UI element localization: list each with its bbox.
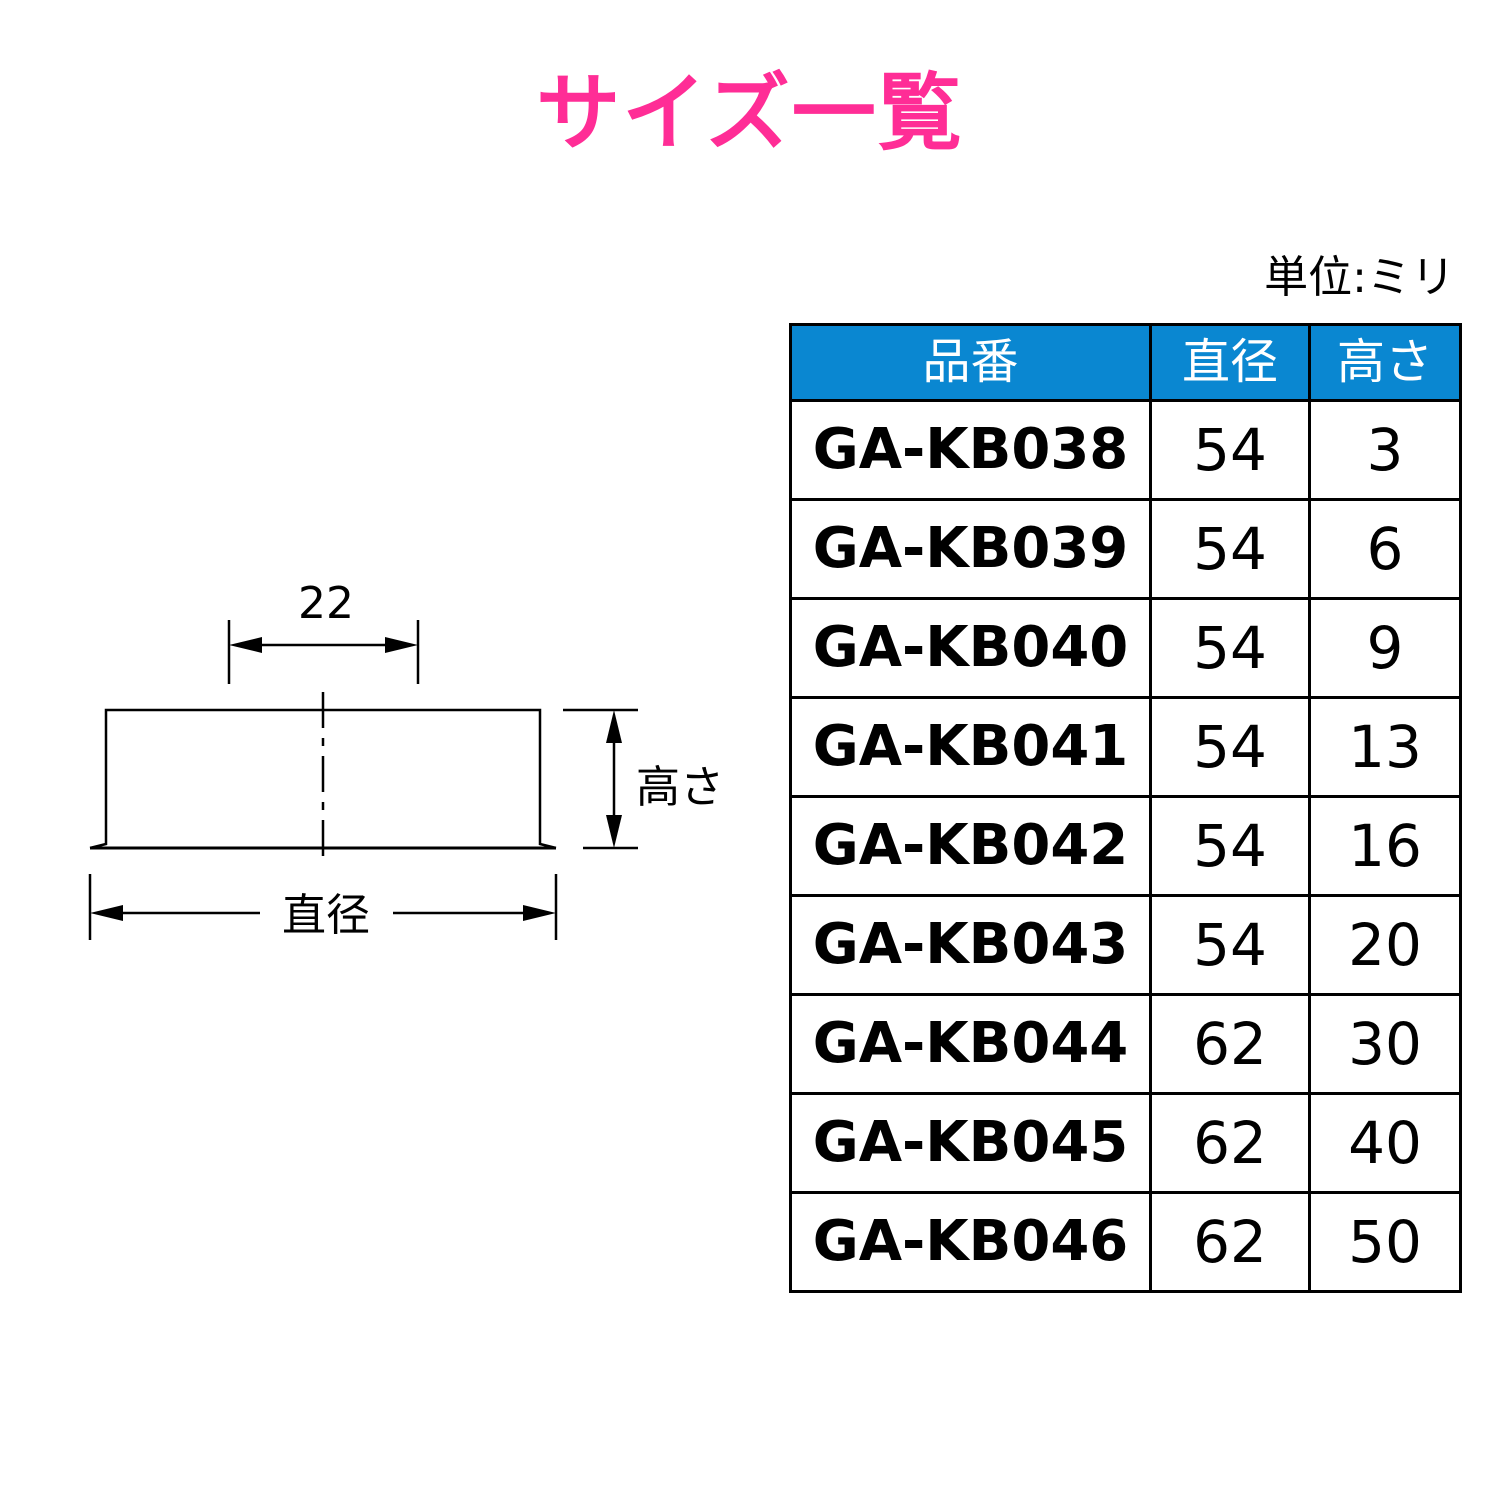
top-dimension-label: 22 bbox=[298, 578, 354, 629]
height-cell: 16 bbox=[1308, 795, 1462, 897]
height-arrow-bottom bbox=[606, 815, 622, 848]
unit-note: 単位:ミリ bbox=[1264, 252, 1455, 303]
height-cell: 40 bbox=[1308, 1092, 1462, 1194]
page-title: サイズ一覧 bbox=[536, 64, 964, 162]
product-code-cell: GA-KB043 bbox=[789, 894, 1152, 996]
header-height: 高さ bbox=[1308, 323, 1462, 402]
table-row: GA-KB046 62 50 bbox=[789, 1191, 1462, 1293]
height-cell: 9 bbox=[1308, 597, 1462, 699]
product-code-cell: GA-KB038 bbox=[789, 399, 1152, 501]
height-cell: 50 bbox=[1308, 1191, 1462, 1293]
table-row: GA-KB042 54 16 bbox=[789, 795, 1462, 897]
product-code-cell: GA-KB041 bbox=[789, 696, 1152, 798]
product-code-cell: GA-KB046 bbox=[789, 1191, 1152, 1293]
product-code-cell: GA-KB045 bbox=[789, 1092, 1152, 1194]
diameter-cell: 62 bbox=[1149, 1092, 1311, 1194]
diameter-cell: 54 bbox=[1149, 498, 1311, 600]
diameter-cell: 62 bbox=[1149, 993, 1311, 1095]
diameter-cell: 54 bbox=[1149, 894, 1311, 996]
dimension-diagram: 22 高さ 直径 bbox=[88, 578, 724, 941]
diameter-cell: 62 bbox=[1149, 1191, 1311, 1293]
height-cell: 13 bbox=[1308, 696, 1462, 798]
table-row: GA-KB045 62 40 bbox=[789, 1092, 1462, 1194]
table-row: GA-KB039 54 6 bbox=[789, 498, 1462, 600]
size-table: 品番 直径 高さ GA-KB038 54 3 GA-KB039 54 6 GA-… bbox=[789, 323, 1462, 1293]
diameter-cell: 54 bbox=[1149, 795, 1311, 897]
height-cell: 3 bbox=[1308, 399, 1462, 501]
top-arrow-right bbox=[385, 637, 418, 653]
diameter-label: 直径 bbox=[282, 890, 370, 941]
height-label: 高さ bbox=[636, 762, 724, 813]
product-code-cell: GA-KB040 bbox=[789, 597, 1152, 699]
diameter-cell: 54 bbox=[1149, 597, 1311, 699]
header-product-code: 品番 bbox=[789, 323, 1152, 402]
table-row: GA-KB040 54 9 bbox=[789, 597, 1462, 699]
height-cell: 30 bbox=[1308, 993, 1462, 1095]
height-arrow-top bbox=[606, 710, 622, 743]
diameter-cell: 54 bbox=[1149, 399, 1311, 501]
header-diameter: 直径 bbox=[1149, 323, 1311, 402]
table-row: GA-KB038 54 3 bbox=[789, 399, 1462, 501]
table-row: GA-KB044 62 30 bbox=[789, 993, 1462, 1095]
product-code-cell: GA-KB039 bbox=[789, 498, 1152, 600]
table-header-row: 品番 直径 高さ bbox=[789, 323, 1462, 402]
product-code-cell: GA-KB044 bbox=[789, 993, 1152, 1095]
diameter-cell: 54 bbox=[1149, 696, 1311, 798]
height-cell: 20 bbox=[1308, 894, 1462, 996]
diameter-arrow-left bbox=[90, 905, 123, 921]
table-row: GA-KB043 54 20 bbox=[789, 894, 1462, 996]
top-arrow-left bbox=[229, 637, 262, 653]
diameter-arrow-right bbox=[523, 905, 556, 921]
table-row: GA-KB041 54 13 bbox=[789, 696, 1462, 798]
height-cell: 6 bbox=[1308, 498, 1462, 600]
product-code-cell: GA-KB042 bbox=[789, 795, 1152, 897]
